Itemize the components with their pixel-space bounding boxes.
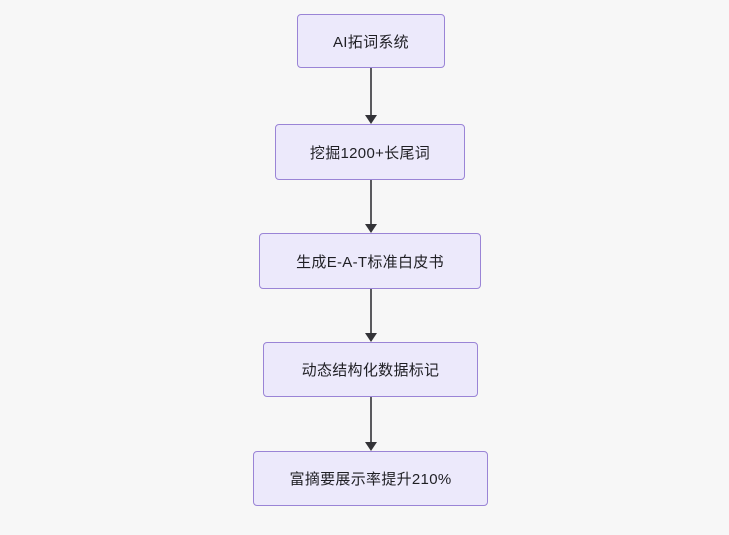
flow-arrow-n4-to-n5 [365, 397, 377, 451]
flow-node-label: AI拓词系统 [333, 33, 409, 51]
flow-node-n1[interactable]: AI拓词系统 [297, 14, 445, 68]
flow-node-n3[interactable]: 生成E-A-T标准白皮书 [259, 233, 481, 289]
flow-node-n2[interactable]: 挖掘1200+长尾词 [275, 124, 465, 180]
flow-node-label: 生成E-A-T标准白皮书 [296, 253, 444, 271]
flow-arrow-n1-to-n2 [365, 68, 377, 124]
flow-arrow-n2-to-n3 [365, 180, 377, 233]
flow-node-label: 富摘要展示率提升210% [289, 471, 452, 488]
flow-node-n5[interactable]: 富摘要展示率提升210% [253, 451, 488, 506]
flow-arrow-n3-to-n4 [365, 289, 377, 342]
flow-node-label: 挖掘1200+长尾词 [309, 144, 431, 162]
flow-node-label: 动态结构化数据标记 [301, 362, 440, 379]
flow-node-n4[interactable]: 动态结构化数据标记 [263, 342, 478, 397]
